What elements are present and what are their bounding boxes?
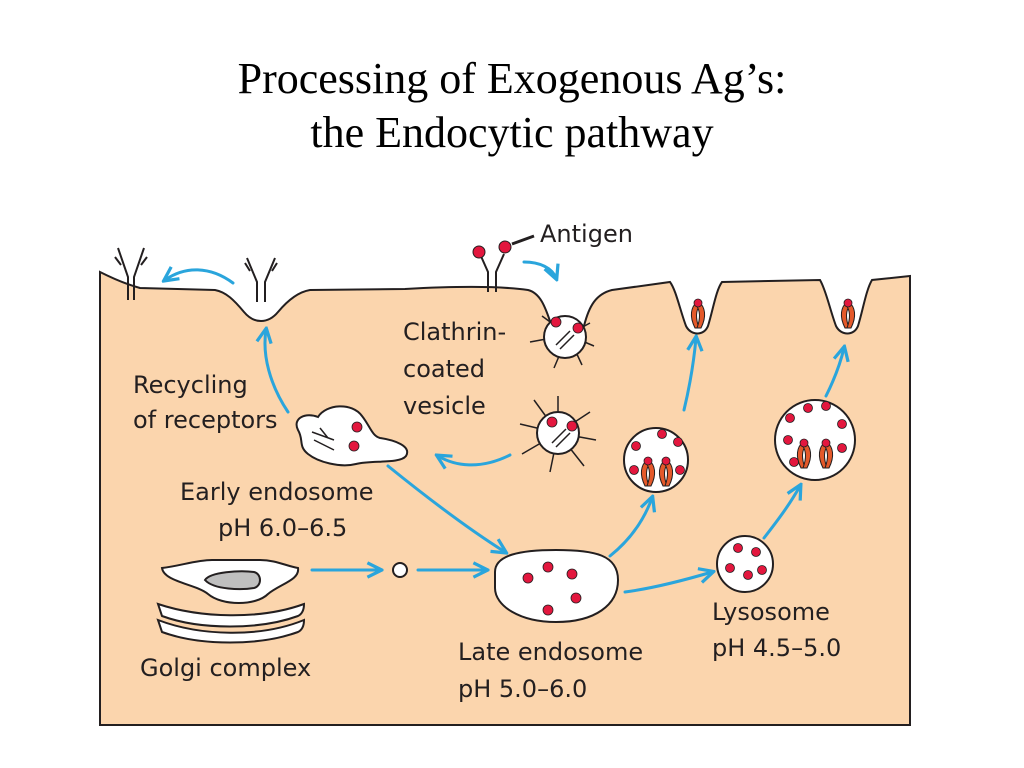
arrow-mhc-vesicle-2-to-surface — [824, 348, 844, 398]
arrow-vesicle-to-early — [438, 455, 512, 465]
label-lysosome-ph: pH 4.5–5.0 — [712, 634, 841, 662]
arrow-early-to-late — [386, 464, 505, 552]
mhc-vesicle-1 — [623, 427, 689, 493]
label-recycling-line1: Recycling — [133, 371, 248, 399]
arrow-late-to-mhc-vesicle — [608, 498, 652, 558]
mhc-icon-surface-1 — [690, 298, 706, 329]
label-late-ph: pH 5.0–6.0 — [458, 675, 587, 703]
arrow-lysosome-to-mhc-vesicle — [762, 486, 800, 540]
label-antigen: Antigen — [540, 220, 633, 248]
late-endosome — [494, 548, 620, 624]
title-line-2: the Endocytic pathway — [310, 108, 714, 157]
arrow-recycle-up — [265, 330, 290, 414]
transport-vesicle — [392, 562, 408, 578]
label-early-endosome: Early endosome — [180, 478, 373, 506]
receptor-icon-left — [114, 247, 148, 300]
label-clathrin-line3: vesicle — [403, 392, 486, 420]
clathrin-vesicle-free — [519, 396, 597, 473]
label-lysosome: Lysosome — [712, 598, 830, 626]
golgi-complex — [156, 559, 306, 644]
label-early-ph: pH 6.0–6.5 — [218, 514, 347, 542]
arrow-antigen-entry — [522, 260, 556, 278]
lysosome — [716, 535, 774, 593]
antigen-receptor-icon — [472, 234, 535, 292]
mhc-icon-surface-2 — [840, 298, 856, 329]
early-endosome — [295, 405, 409, 467]
mhc-vesicle-2 — [774, 399, 856, 481]
slide-title: Processing of Exogenous Ag’s: the Endocy… — [0, 52, 1024, 160]
label-clathrin-line1: Clathrin- — [403, 318, 506, 346]
clathrin-vesicle-pit — [529, 315, 595, 369]
arrow-mhc-vesicle-to-surface — [682, 338, 696, 412]
label-clathrin-line2: coated — [403, 355, 485, 383]
arrow-late-to-lysosome — [623, 572, 712, 594]
label-golgi: Golgi complex — [140, 654, 311, 682]
title-line-1: Processing of Exogenous Ag’s: — [237, 54, 787, 103]
label-recycling-line2: of receptors — [133, 406, 278, 434]
arrow-receptor-recycle-top — [165, 270, 235, 285]
receptor-icon-pit — [244, 257, 278, 302]
label-late-endosome: Late endosome — [458, 638, 643, 666]
